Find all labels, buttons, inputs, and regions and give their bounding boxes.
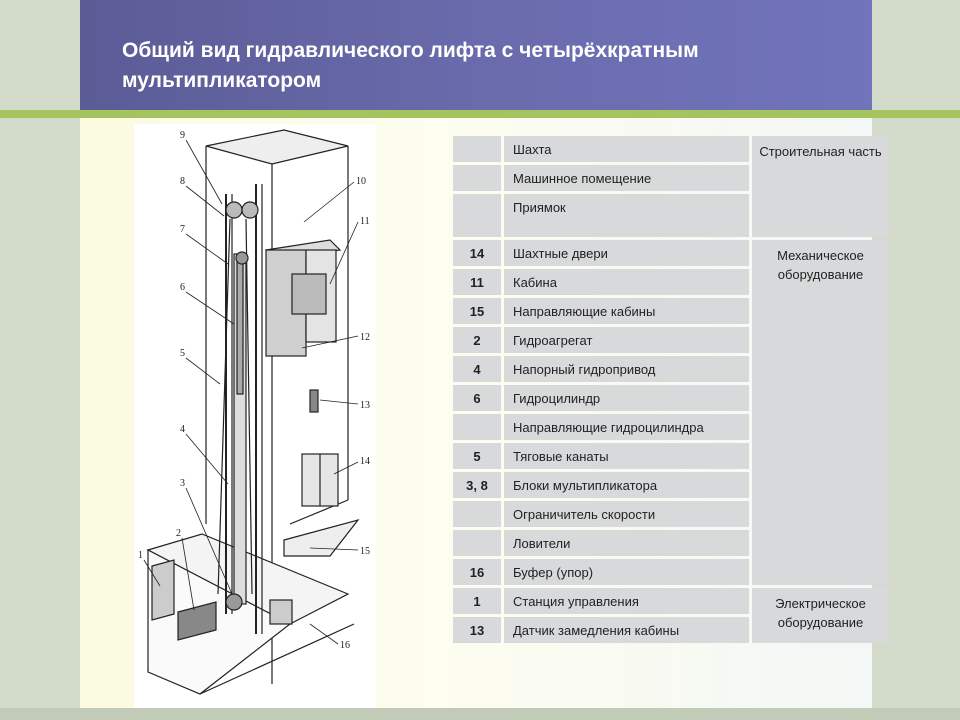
- callout-8: 8: [180, 176, 185, 187]
- callout-10: 10: [356, 176, 366, 187]
- callout-12: 12: [360, 332, 370, 343]
- legend-name: Машинное помещение: [504, 165, 749, 191]
- legend-number: [453, 194, 501, 237]
- legend-table: Шахта Строительная часть Машинное помеще…: [450, 133, 892, 646]
- legend-number: 13: [453, 617, 501, 643]
- legend-number: 1: [453, 588, 501, 614]
- callout-2: 2: [176, 528, 181, 539]
- callout-7: 7: [180, 224, 185, 235]
- callout-6: 6: [180, 282, 185, 293]
- legend-name: Блоки мультипликатора: [504, 472, 749, 498]
- legend-name: Шахта: [504, 136, 749, 162]
- callout-16: 16: [340, 640, 350, 651]
- legend-number: 14: [453, 240, 501, 266]
- group-electrical: Электрическое оборудование: [752, 588, 889, 643]
- callout-15: 15: [360, 546, 370, 557]
- legend-name: Гидроагрегат: [504, 327, 749, 353]
- callout-13: 13: [360, 400, 370, 411]
- legend-number: 16: [453, 559, 501, 585]
- legend-name: Направляющие кабины: [504, 298, 749, 324]
- group-construction: Строительная часть: [752, 136, 889, 237]
- elevator-drawing: 9 8 7 6 5 4 3 2 1 10 11 12 13 14 15 16: [138, 129, 370, 695]
- slide-title: Общий вид гидравлического лифта с четырё…: [122, 39, 699, 92]
- legend-name: Датчик замедления кабины: [504, 617, 749, 643]
- callout-9: 9: [180, 130, 185, 141]
- callout-14: 14: [360, 456, 370, 467]
- legend-number: 6: [453, 385, 501, 411]
- legend-number: [453, 165, 501, 191]
- legend-name: Буфер (упор): [504, 559, 749, 585]
- legend-name: Ловители: [504, 530, 749, 556]
- legend-name: Кабина: [504, 269, 749, 295]
- legend-number: 11: [453, 269, 501, 295]
- legend-number: 15: [453, 298, 501, 324]
- legend-number: [453, 530, 501, 556]
- legend-name: Гидроцилиндр: [504, 385, 749, 411]
- legend-name: Станция управления: [504, 588, 749, 614]
- header-accent-strip: [0, 110, 960, 118]
- legend-name: Тяговые канаты: [504, 443, 749, 469]
- legend-number: 3, 8: [453, 472, 501, 498]
- slide-footer-band: [0, 708, 960, 720]
- callout-5: 5: [180, 348, 185, 359]
- callout-1: 1: [138, 550, 143, 561]
- legend-name: Приямок: [504, 194, 749, 237]
- group-mechanical: Механическое оборудование: [752, 240, 889, 585]
- left-margin-band: [0, 0, 80, 720]
- callout-4: 4: [180, 424, 185, 435]
- legend-number: 4: [453, 356, 501, 382]
- slide-header: [80, 0, 872, 110]
- legend-number: [453, 501, 501, 527]
- legend-number: 5: [453, 443, 501, 469]
- legend-name: Ограничитель скорости: [504, 501, 749, 527]
- legend-name: Напорный гидропривод: [504, 356, 749, 382]
- callout-3: 3: [180, 478, 185, 489]
- legend-number: 2: [453, 327, 501, 353]
- legend-name: Направляющие гидроцилиндра: [504, 414, 749, 440]
- elevator-diagram: 9 8 7 6 5 4 3 2 1 10 11 12 13 14 15 16: [134, 124, 376, 708]
- legend-number: [453, 414, 501, 440]
- callout-11: 11: [360, 216, 370, 227]
- legend-name: Шахтные двери: [504, 240, 749, 266]
- legend-number: [453, 136, 501, 162]
